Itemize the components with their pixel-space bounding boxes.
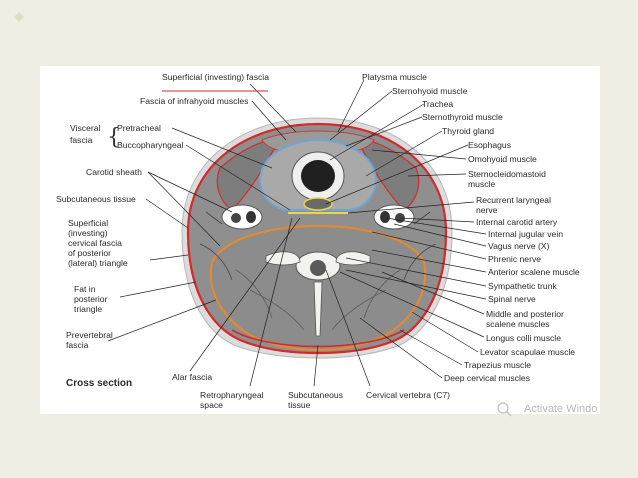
muscle-dividers xyxy=(199,211,437,281)
label-omohyoid: Omohyoid muscle xyxy=(468,154,537,164)
label-prevertebral-2: fascia xyxy=(66,340,89,350)
label-cervical-vertebra: Cervical vertebra (C7) xyxy=(366,390,450,400)
label-levator: Levator scapulae muscle xyxy=(480,347,575,357)
label-visceral-fascia: fascia xyxy=(70,135,93,145)
label-retro-1: Retropharyngeal xyxy=(200,390,264,400)
esophagus-shape xyxy=(303,197,333,211)
label-pretracheal: Pretracheal xyxy=(117,123,161,133)
label-sternohyoid: Sternohyoid muscle xyxy=(392,86,468,96)
label-scm-1: Sternocleidomastoid xyxy=(468,169,546,179)
label-sup-cerv-1: Superficial xyxy=(68,218,108,228)
carotid-sheath-left xyxy=(221,204,263,230)
label-buccopharyngeal: Buccopharyngeal xyxy=(117,140,183,150)
trachea-lumen xyxy=(301,160,335,192)
label-trapezius: Trapezius muscle xyxy=(464,360,531,370)
label-anterior-scalene: Anterior scalene muscle xyxy=(488,267,580,277)
label-esophagus: Esophagus xyxy=(468,140,511,150)
activate-windows-watermark: Activate Windo xyxy=(497,402,597,417)
label-fat-3: triangle xyxy=(74,304,102,314)
label-sup-cerv-4: of posterior xyxy=(68,248,111,258)
label-sympathetic: Sympathetic trunk xyxy=(488,281,557,291)
label-ijv: Internal jugular vein xyxy=(488,229,563,239)
label-subq-bottom-2: tissue xyxy=(288,400,311,410)
label-vagus: Vagus nerve (X) xyxy=(488,241,550,251)
label-deep-cervical: Deep cervical muscles xyxy=(444,373,530,383)
label-thyroid: Thyroid gland xyxy=(442,126,494,136)
label-infrahyoid-fascia: Fascia of infrahyoid muscles xyxy=(140,96,248,106)
label-rln-1: Recurrent laryngeal xyxy=(476,195,551,205)
label-prevertebral-1: Prevertebral xyxy=(66,330,113,340)
neck-anatomy-illustration xyxy=(181,117,453,359)
leader-lines xyxy=(107,79,487,387)
transverse-processes xyxy=(265,251,371,266)
label-sup-cerv-5: (lateral) triangle xyxy=(68,258,128,268)
label-scm-2: muscle xyxy=(468,179,495,189)
deep-muscle-lines xyxy=(235,269,401,331)
label-mps-1: Middle and posterior xyxy=(486,309,564,319)
label-sup-cerv-3: cervical fascia xyxy=(68,238,122,248)
label-mps-2: scalene muscles xyxy=(486,319,550,329)
caption-cross-section: Cross section xyxy=(66,378,132,389)
label-superficial-fascia: Superficial (investing) fascia xyxy=(162,72,269,82)
label-sup-cerv-2: (investing) xyxy=(68,228,108,238)
watermark-text: Activate Windo xyxy=(524,403,597,415)
label-fat-1: Fat in xyxy=(74,284,96,294)
corner-diamond-icon xyxy=(14,12,24,22)
label-rln-2: nerve xyxy=(476,205,498,215)
label-spinal: Spinal nerve xyxy=(488,294,536,304)
label-subcutaneous-left: Subcutaneous tissue xyxy=(56,194,136,204)
label-trachea: Trachea xyxy=(422,99,453,109)
label-subq-bottom-1: Subcutaneous xyxy=(288,390,343,400)
spinous-process xyxy=(313,281,323,337)
label-platysma: Platysma muscle xyxy=(362,72,427,82)
label-carotid-sheath: Carotid sheath xyxy=(86,167,142,177)
label-longus: Longus colli muscle xyxy=(486,333,561,343)
label-ica: Internal carotid artery xyxy=(476,217,558,227)
spinal-cord xyxy=(310,260,326,276)
label-visceral: Visceral xyxy=(70,123,101,133)
brace-icon: { xyxy=(107,125,121,150)
search-icon xyxy=(497,402,509,414)
label-fat-2: posterior xyxy=(74,294,108,304)
label-alar-fascia: Alar fascia xyxy=(172,372,212,382)
carotid-sheath-right xyxy=(373,204,415,230)
label-retro-2: space xyxy=(200,400,223,410)
label-phrenic: Phrenic nerve xyxy=(488,254,541,264)
label-sternothyroid: Sternothyroid muscle xyxy=(422,112,503,122)
